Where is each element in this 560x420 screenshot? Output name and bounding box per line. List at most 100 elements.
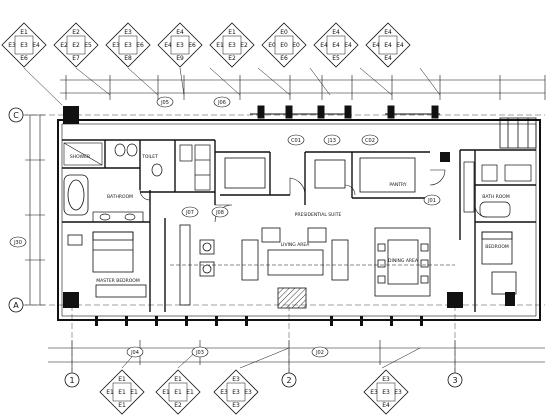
bottom-tag-frame-3 [376,382,396,402]
top-tag-4-right: E2 [240,42,248,49]
top-tag-3-left: E4 [164,42,172,49]
top-tag-7-left: E4 [372,42,380,49]
top-tag-frame-1 [66,35,86,55]
room-label-living-area: LIVING AREA [281,242,311,248]
bottom-tag-frame-0 [112,382,132,402]
top-tag-1-left: E2 [60,42,68,49]
top-tag-6-mid: E4 [332,42,340,49]
callout-j13: J13 [323,134,341,146]
grid-label-3: 3 [452,376,457,385]
top-tag-4-bottom: E2 [228,55,236,62]
top-tag-0-mid: E3 [20,42,28,49]
top-tag-diamond-1 [53,22,99,68]
room-label-dining-area: DINING AREA [388,258,419,264]
callout-j05: J05 [156,96,174,108]
window-mullions [95,316,423,326]
top-tag-7-right: E4 [396,42,404,49]
top-tag-diamond-0 [1,22,47,68]
bottom-tag-1-top: E1 [174,376,182,383]
bottom-tag-2-top: E3 [232,376,240,383]
room-label-bath-room: BATH ROOM [482,194,510,200]
room-label-master-bedroom: MASTER BEDROOM [96,278,140,284]
bottom-tag-2-mid: E3 [232,389,240,396]
right-bath-fixtures [463,161,532,218]
top-tag-3-top: E4 [176,29,184,36]
callout-j07-label: J07 [185,210,194,216]
top-tag-2-mid: E3 [124,42,132,49]
structural-columns [63,106,515,308]
interior-partitions [62,139,536,312]
top-tag-0-bottom: E6 [20,55,28,62]
top-tag-3-bottom: E9 [176,55,184,62]
top-tag-5-right: E0 [292,42,300,49]
callout-j03-label: J03 [195,350,204,356]
grid-bubble-col-3: 3 [447,372,463,388]
fireplace-wall [277,287,307,309]
callouts: J05 J06 C01 J13 C02 J30 J04 J03 [9,96,441,358]
toilet-fixtures [114,143,211,191]
bottom-tag-3-mid: E3 [382,389,390,396]
top-tag-diamond-6 [313,22,359,68]
top-tag-6-right: E4 [344,42,352,49]
bottom-tag-3-right: E3 [394,389,402,396]
top-tag-2-top: E3 [124,29,132,36]
top-tag-diamond-5 [261,22,307,68]
top-tag-frame-7 [378,35,398,55]
top-tag-frame-0 [14,35,34,55]
bottom-tag-1-right: E1 [186,389,194,396]
top-tag-6-top: E4 [332,29,340,36]
top-tag-7-mid: E4 [384,42,392,49]
top-tag-6-bottom: E5 [332,55,340,62]
top-tag-4-left: E1 [216,42,224,49]
bottom-tag-1-left: E1 [162,389,170,396]
top-tag-frame-3 [170,35,190,55]
bottom-tag-1-bottom: E2 [174,402,182,409]
top-tag-frame-5 [274,35,294,55]
top-tag-diamond-3 [157,22,203,68]
bottom-tag-frame-2 [226,382,246,402]
top-tag-1-bottom: E7 [72,55,80,62]
bottom-tag-3-top: E3 [382,376,390,383]
vanity-basins [92,211,144,223]
callout-j30-label: J30 [13,240,22,246]
callout-j13-label: J13 [327,138,336,144]
grid-bubble-row-a: A [8,297,24,313]
grid-label-a: A [13,301,19,310]
callout-c02: C02 [361,134,379,146]
left-dimension-lines [25,114,45,306]
room-label-presidential-suite: PRESIDENTIAL SUITE [295,212,342,218]
callout-j01-label: J01 [427,198,436,204]
grid-bubble-row-c: C [8,107,24,123]
top-tag-diamond-4 [209,22,255,68]
bottom-tag-0-top: E1 [118,376,126,383]
bottom-tag-2-right: E3 [244,389,252,396]
top-tag-frame-6 [326,35,346,55]
callout-j03: J03 [191,346,209,358]
top-tag-2-left: E3 [112,42,120,49]
grid-label-2: 2 [286,376,291,385]
top-tag-1-top: E2 [72,29,80,36]
top-tag-6-left: E4 [320,42,328,49]
top-tag-frame-2 [118,35,138,55]
callout-j04-label: J04 [130,350,139,356]
bottom-tag-2-left: E3 [220,389,228,396]
top-tag-0-right: E4 [32,42,40,49]
room-label-bathroom: BATHROOM [107,194,133,200]
top-dimension-lines [60,75,546,100]
room-labels: SHOWER TOILET BATHROOM MASTER BEDROOM PR… [70,154,510,284]
bottom-tag-diamond-2 [213,369,259,415]
top-tag-5-left: E0 [268,42,276,49]
